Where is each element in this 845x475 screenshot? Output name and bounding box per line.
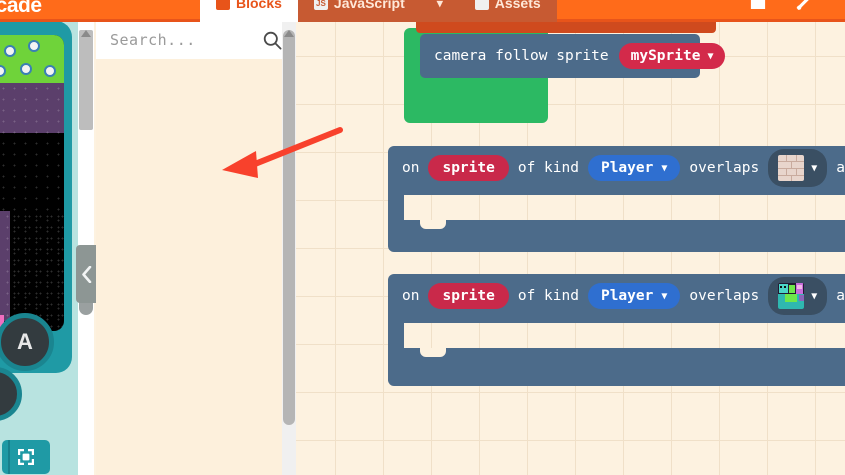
camera-follow-sprite-block[interactable]: camera follow sprite mySprite ▼ <box>420 34 726 78</box>
statement-slot-2[interactable] <box>404 323 845 348</box>
blocks-icon <box>216 0 230 10</box>
sprite-param-1[interactable]: sprite <box>428 155 509 181</box>
on-label-1: on <box>402 160 420 176</box>
slot-notch-1 <box>420 220 446 229</box>
home-icon[interactable] <box>745 0 771 12</box>
tab-javascript-label: JavaScript <box>333 0 405 11</box>
tile-dropdown-1[interactable]: ▼ <box>768 149 828 187</box>
brick-tile-icon <box>778 155 805 181</box>
tab-assets[interactable]: Assets <box>458 0 557 22</box>
blocks-workspace[interactable]: camera follow sprite mySprite ▼ on sprit… <box>296 21 845 475</box>
screen-platform-column <box>0 211 64 331</box>
tab-blocks[interactable]: Blocks <box>200 0 298 22</box>
kind-value-2: Player <box>600 288 654 304</box>
fullscreen-button-divider <box>8 440 10 474</box>
toolbox-scroll-up-icon[interactable] <box>284 22 294 41</box>
screen-platform-upper <box>0 83 64 331</box>
collapse-simulator-handle[interactable] <box>76 245 96 303</box>
on-overlap-block-1[interactable]: on sprite of kind Player ▼ overlaps <box>388 146 845 252</box>
language-dropdown-caret[interactable]: ▼ <box>420 0 459 22</box>
tab-javascript[interactable]: JS JavaScript <box>297 0 421 22</box>
toolbox-flyout <box>96 21 296 475</box>
js-icon: JS <box>313 0 328 10</box>
sprite-param-2[interactable]: sprite <box>428 283 509 309</box>
assets-icon <box>474 0 489 10</box>
chevron-down-icon: ▼ <box>707 50 714 62</box>
statement-slot-1[interactable] <box>404 195 845 220</box>
overlaps-label-1: overlaps <box>689 160 760 176</box>
fullscreen-icon <box>18 449 34 465</box>
settings-wrench-icon[interactable] <box>793 0 819 12</box>
header-action-icons <box>745 0 841 14</box>
fullscreen-button[interactable] <box>2 440 50 474</box>
chevron-down-icon: ▼ <box>436 0 444 10</box>
search-input[interactable]: Search... <box>110 31 196 49</box>
kind-dropdown-2[interactable]: Player ▼ <box>587 283 681 309</box>
partial-block-orange[interactable] <box>416 21 716 33</box>
simulator-button-b[interactable] <box>0 367 22 421</box>
chevron-down-icon: ▼ <box>661 290 668 302</box>
kind-dropdown-1[interactable]: Player ▼ <box>587 155 681 181</box>
chevron-down-icon: ▼ <box>811 162 818 174</box>
slot-notch-2 <box>420 348 446 357</box>
at-label-2: at <box>836 288 845 304</box>
of-kind-label-1: of kind <box>517 160 579 176</box>
button-a-label: A <box>17 329 33 354</box>
kind-value-1: Player <box>600 160 654 176</box>
scroll-up-caret-icon[interactable] <box>81 22 91 41</box>
simulator-screen[interactable] <box>0 35 64 331</box>
chevron-left-icon <box>81 265 91 283</box>
at-label-1: at <box>836 160 845 176</box>
tab-blocks-label: Blocks <box>236 0 282 11</box>
simulator-panel: A <box>0 21 78 475</box>
on-overlap-block-2[interactable]: on sprite of kind Player ▼ overlaps <box>388 274 845 386</box>
block-notch <box>560 43 586 52</box>
chevron-down-icon: ▼ <box>661 162 668 174</box>
sprite-variable-value: mySprite <box>630 48 701 64</box>
on-overlap-header-1: on sprite of kind Player ▼ overlaps <box>388 146 845 190</box>
tile-dropdown-2[interactable]: ▼ <box>768 277 828 315</box>
camera-follow-label: camera follow sprite <box>434 48 609 64</box>
editor-tabs: Blocks JS JavaScript ▼ Assets <box>200 0 557 22</box>
simulator-button-a[interactable]: A <box>0 313 54 371</box>
on-overlap-header-2: on sprite of kind Player ▼ overlaps <box>388 274 845 318</box>
overlaps-label-2: overlaps <box>689 288 760 304</box>
simulator-scrollbar-thumb[interactable] <box>79 30 93 130</box>
character-tile-icon <box>778 283 805 309</box>
on-label-2: on <box>402 288 420 304</box>
of-kind-label-2: of kind <box>517 288 579 304</box>
search-icon[interactable] <box>263 31 282 50</box>
chevron-down-icon: ▼ <box>811 290 818 302</box>
toolbox-scrollbar-thumb[interactable] <box>283 30 295 425</box>
app-logo[interactable]: rcade <box>0 0 42 17</box>
tab-assets-label: Assets <box>494 0 541 11</box>
sprite-variable-dropdown[interactable]: mySprite ▼ <box>618 43 726 69</box>
toolbox-search-bar[interactable]: Search... <box>96 21 296 59</box>
